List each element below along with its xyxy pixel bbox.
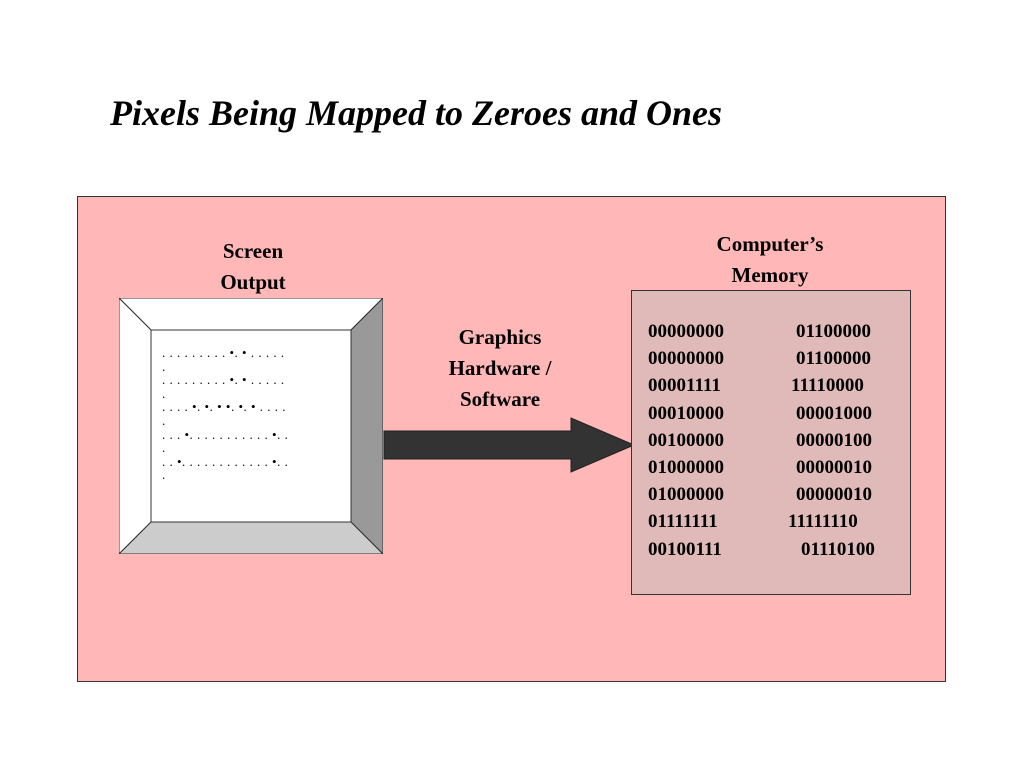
memory-byte: 00000010 <box>796 484 872 506</box>
memory-label-line1: Computer’s <box>716 232 824 256</box>
graphics-hardware-label: Graphics Hardware / Software <box>420 322 580 415</box>
memory-byte: 01100000 <box>796 321 871 342</box>
memory-row-1: 00000000 01100000 <box>648 318 875 345</box>
memory-row-9: 00100111 01110100 <box>648 536 875 563</box>
pixel-row-3-end: . <box>162 412 166 428</box>
memory-byte: 01110100 <box>801 538 875 560</box>
memory-box <box>631 290 911 595</box>
memory-byte: 00010000 <box>648 402 724 424</box>
memory-label-line2: Memory <box>731 263 809 287</box>
screen-bevel-bottom <box>119 521 383 554</box>
screen-bevel-right <box>350 298 383 554</box>
memory-byte: 00000100 <box>796 429 872 451</box>
screen-face <box>150 329 352 523</box>
hw-label-line2: Hardware / <box>448 356 552 380</box>
pixel-row-5: . . •. . . . . . . . . . . . •. . <box>162 453 289 469</box>
screen-label-line2: Output <box>220 270 286 294</box>
memory-byte: 01100000 <box>796 348 871 370</box>
pixel-row-4-end: . <box>162 440 166 456</box>
hw-label-line1: Graphics <box>458 325 542 349</box>
pixel-row-2-end: . <box>162 385 166 401</box>
screen-bevel-left <box>119 298 152 554</box>
memory-row-3: 00001111 11110000 <box>648 372 875 399</box>
right-arrow-icon <box>383 417 635 473</box>
pixel-row-1: . . . . . . . . . •. • . . . . . <box>162 345 285 360</box>
memory-byte: 00100111 <box>648 538 722 560</box>
memory-byte: 00000000 <box>648 321 724 342</box>
memory-byte: 11110000 <box>791 375 864 397</box>
memory-byte: 01000000 <box>648 457 724 479</box>
memory-bytes: 00000000 01100000 00000000 01100000 0000… <box>648 318 875 563</box>
memory-byte: 00000010 <box>796 457 872 479</box>
pixel-row-5-end: . <box>162 467 166 483</box>
screen-label-line1: Screen <box>222 239 284 263</box>
memory-byte: 00000000 <box>648 348 724 370</box>
memory-byte: 00001000 <box>796 402 872 424</box>
slide-title: Pixels Being Mapped to Zeroes and Ones <box>110 93 722 133</box>
pixel-row-2: . . . . . . . . . •. • . . . . . <box>162 372 285 388</box>
pixel-row-3: . . . . •. •. • •. •. • . . . . <box>162 399 287 415</box>
memory-byte: 11111110 <box>788 511 858 533</box>
screen-monitor-icon <box>119 298 383 554</box>
screen-output-label: Screen Output <box>173 236 333 298</box>
memory-row-2: 00000000 01100000 <box>648 345 875 372</box>
computer-memory-label: Computer’s Memory <box>690 229 850 291</box>
memory-row-4: 00010000 00001000 <box>648 400 875 427</box>
memory-byte: 00100000 <box>648 429 724 451</box>
memory-row-5: 00100000 00000100 <box>648 427 875 454</box>
hw-label-line3: Software <box>459 387 541 411</box>
pixel-row-1-end: . <box>162 358 166 374</box>
pixel-row-4: . . . •. . . . . . . . . . . •. . <box>162 426 289 442</box>
pixel-grid: . . . . . . . . . •. • . . . . . . . . .… <box>162 346 340 482</box>
memory-byte: 00001111 <box>648 375 721 397</box>
memory-row-7: 01000000 00000010 <box>648 481 875 508</box>
screen-bevel-top <box>119 298 383 331</box>
memory-byte: 01111111 <box>648 511 718 533</box>
memory-row-6: 01000000 00000010 <box>648 454 875 481</box>
memory-row-8: 01111111 11111110 <box>648 508 875 535</box>
memory-byte: 01000000 <box>648 484 724 506</box>
